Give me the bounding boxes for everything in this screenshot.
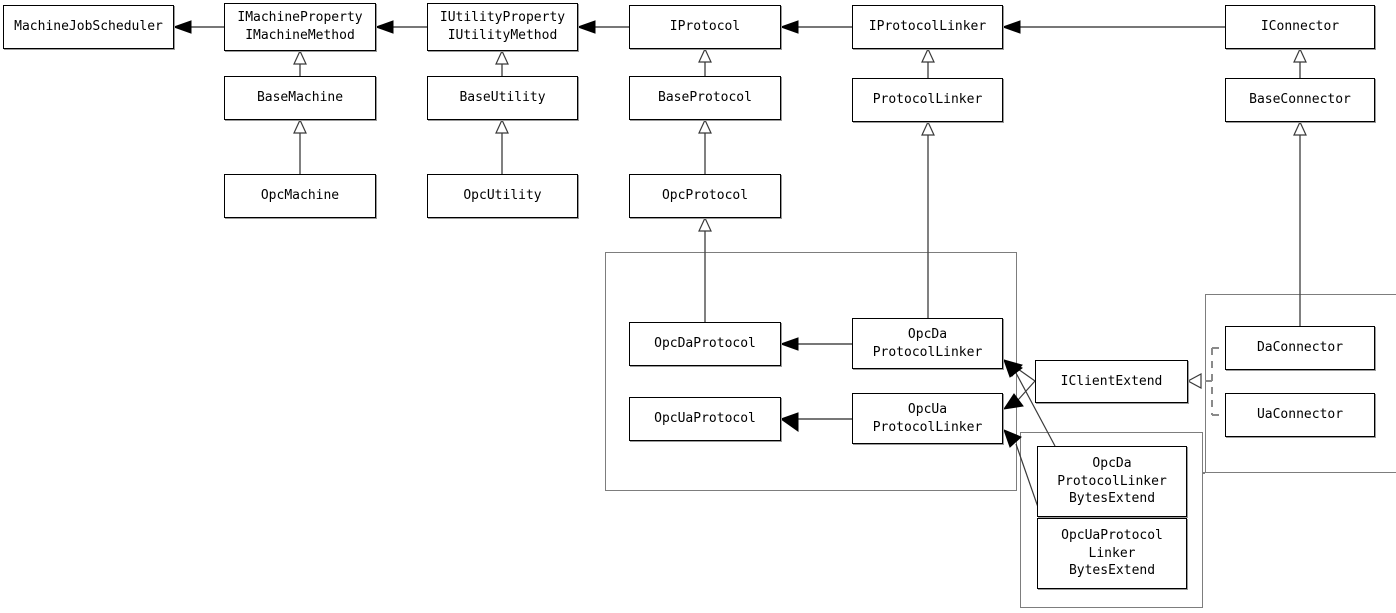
class-opc-ua-protocol-linker-bytes-extend[interactable]: OpcUaProtocol Linker BytesExtend — [1037, 518, 1187, 589]
class-machine-job-scheduler[interactable]: MachineJobScheduler — [3, 5, 174, 49]
class-protocol-linker[interactable]: ProtocolLinker — [852, 78, 1003, 122]
class-opc-da-protocol[interactable]: OpcDaProtocol — [629, 322, 781, 366]
class-label: OpcUaProtocol — [654, 411, 756, 427]
realization-connectors-to-iclientextend — [1186, 347, 1225, 416]
class-label: UaConnector — [1256, 407, 1344, 423]
class-iprotocol-linker[interactable]: IProtocolLinker — [852, 5, 1003, 49]
class-opc-da-protocol-linker[interactable]: OpcDa ProtocolLinker — [852, 318, 1003, 369]
gen-opcmachine-to-basemachine — [293, 118, 307, 174]
assoc-imachine-to-scheduler — [172, 20, 224, 34]
gen-protocollinker-to-iprotocollinker — [921, 47, 935, 78]
class-opc-da-protocol-linker-bytes-extend[interactable]: OpcDa ProtocolLinker BytesExtend — [1037, 446, 1187, 517]
class-label: IMachineProperty IMachineMethod — [237, 10, 363, 43]
assoc-opcdabytesextend-to-opcdalinker — [1003, 359, 1056, 447]
class-label: DaConnector — [1256, 340, 1344, 356]
gen-opcutility-to-baseutility — [495, 118, 509, 174]
assoc-iclientextend-to-opcualinker — [1002, 380, 1036, 410]
assoc-iutility-to-imachine — [374, 20, 427, 34]
class-base-protocol[interactable]: BaseProtocol — [629, 76, 781, 120]
class-label: IProtocolLinker — [868, 19, 987, 35]
gen-baseconnector-to-iconnector — [1293, 47, 1307, 78]
gen-opcdaprotocollinker-to-protocollinker — [921, 120, 935, 318]
class-base-utility[interactable]: BaseUtility — [427, 76, 578, 120]
class-label: OpcDaProtocol — [654, 336, 756, 352]
gen-opcprotocol-to-baseprotocol — [698, 118, 712, 174]
class-base-connector[interactable]: BaseConnector — [1225, 78, 1375, 122]
class-label: OpcDa ProtocolLinker BytesExtend — [1057, 456, 1167, 507]
class-label: BaseUtility — [459, 90, 546, 106]
gen-baseutility-to-iutility — [495, 49, 509, 76]
class-label: IClientExtend — [1060, 373, 1163, 389]
class-ua-connector[interactable]: UaConnector — [1225, 393, 1375, 437]
class-label: OpcUa ProtocolLinker — [872, 401, 983, 435]
class-iprotocol[interactable]: IProtocol — [629, 5, 781, 49]
class-opc-utility[interactable]: OpcUtility — [427, 174, 578, 218]
assoc-opcdalinker-to-opcdaprotocol — [779, 337, 852, 351]
class-label: BaseProtocol — [658, 90, 752, 106]
class-label: BaseMachine — [256, 90, 344, 106]
group-extend-package — [1020, 432, 1203, 608]
class-label: IUtilityProperty IUtilityMethod — [439, 10, 566, 43]
class-label: OpcUtility — [463, 188, 542, 204]
gen-opcdaprotocol-to-opcprotocol — [698, 216, 712, 322]
class-label: OpcDa ProtocolLinker — [872, 326, 983, 360]
class-iutility-property-method[interactable]: IUtilityProperty IUtilityMethod — [427, 3, 578, 51]
class-opc-protocol[interactable]: OpcProtocol — [629, 174, 781, 218]
class-label: OpcUaProtocol Linker BytesExtend — [1061, 528, 1163, 579]
class-label: IConnector — [1260, 19, 1340, 35]
assoc-opcualinker-to-opcuaprotocol — [779, 412, 852, 432]
class-iclient-extend[interactable]: IClientExtend — [1035, 360, 1188, 403]
gen-basemachine-to-imachine — [293, 49, 307, 76]
class-opc-ua-protocol-linker[interactable]: OpcUa ProtocolLinker — [852, 393, 1003, 444]
assoc-iprotocol-to-iutility — [576, 20, 629, 34]
class-label: ProtocolLinker — [872, 92, 983, 108]
class-label: OpcProtocol — [661, 188, 749, 204]
class-opc-machine[interactable]: OpcMachine — [224, 174, 376, 218]
class-label: BaseConnector — [1249, 92, 1351, 108]
assoc-iprotocollinker-to-iprotocol — [779, 20, 852, 34]
assoc-iconnector-to-iprotocollinker — [1001, 20, 1225, 34]
class-iconnector[interactable]: IConnector — [1225, 5, 1375, 49]
class-label: MachineJobScheduler — [14, 19, 163, 35]
class-label: OpcMachine — [260, 188, 340, 204]
class-imachine-property-method[interactable]: IMachineProperty IMachineMethod — [224, 3, 376, 51]
class-da-connector[interactable]: DaConnector — [1225, 326, 1375, 370]
gen-daconnector-to-baseconnector — [1293, 120, 1307, 326]
class-label: IProtocol — [669, 19, 741, 35]
class-base-machine[interactable]: BaseMachine — [224, 76, 376, 120]
class-opc-ua-protocol[interactable]: OpcUaProtocol — [629, 397, 781, 441]
gen-baseprotocol-to-iprotocol — [698, 47, 712, 76]
